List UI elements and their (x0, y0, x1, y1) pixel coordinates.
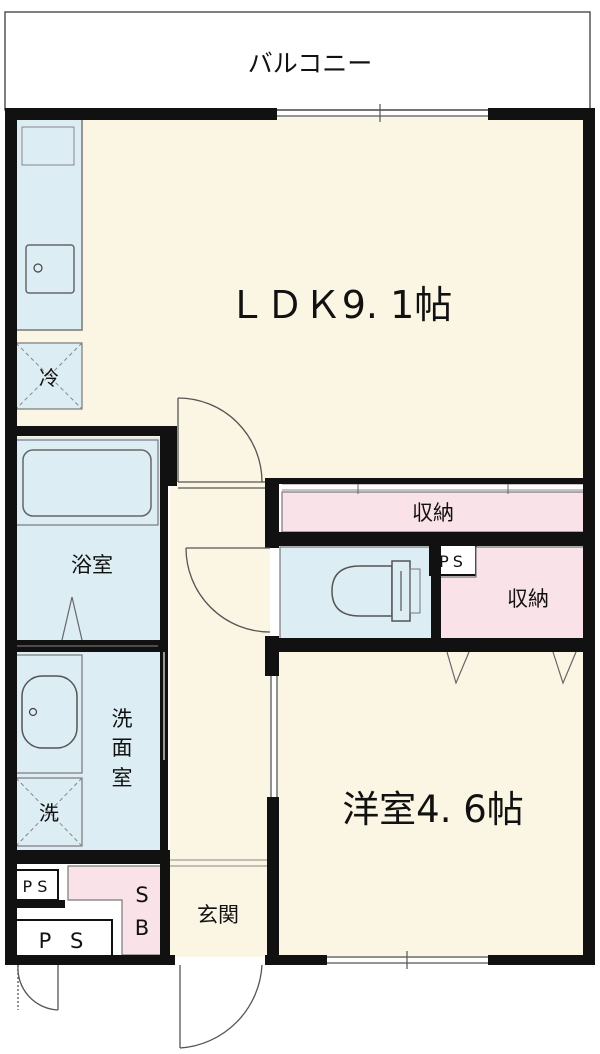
closet-door-right (552, 651, 577, 685)
western-room-floor (278, 648, 585, 958)
washbasin-icon (21, 675, 78, 749)
fridge-label: 冷 (39, 366, 59, 390)
storage-top-label: 収納 (412, 501, 454, 525)
drain-icon (33, 263, 43, 273)
ps-left-big-label: P S (39, 929, 90, 953)
ldk-floor (14, 117, 585, 482)
toilet-lid-guide (409, 568, 421, 614)
washroom-label-1: 洗 (112, 707, 133, 731)
bathtub-inner (22, 449, 152, 517)
ps-left-small-label: P S (23, 877, 48, 896)
ldk-label: ＬＤＫ9. 1帖 (228, 283, 453, 327)
walls (5, 108, 595, 965)
washroom-label-3: 室 (112, 766, 133, 790)
sb-label-s: S (135, 883, 148, 907)
storage-top (281, 491, 585, 533)
bath-label: 浴室 (71, 553, 113, 577)
stove-area (21, 126, 75, 166)
bottom-window (327, 951, 488, 969)
sink-icon (25, 244, 75, 294)
western-room-label: 洋室4. 6帖 (342, 788, 524, 831)
entrance-label: 玄関 (197, 903, 239, 927)
balcony (4, 11, 591, 111)
storage-right-label: 収納 (507, 587, 549, 611)
sb-label-b: B (135, 916, 149, 940)
top-window (277, 104, 488, 122)
doors (17, 397, 278, 1049)
washroom-label-2: 面 (112, 736, 133, 760)
balcony-label: バルコニー (248, 49, 373, 78)
closet-door-left (446, 651, 470, 685)
ps-small-label: PS (439, 552, 467, 571)
toilet-icon (331, 565, 393, 617)
entrance-floor (170, 860, 270, 957)
bath-door-mark (61, 596, 83, 641)
washer-label: 洗 (39, 801, 59, 825)
